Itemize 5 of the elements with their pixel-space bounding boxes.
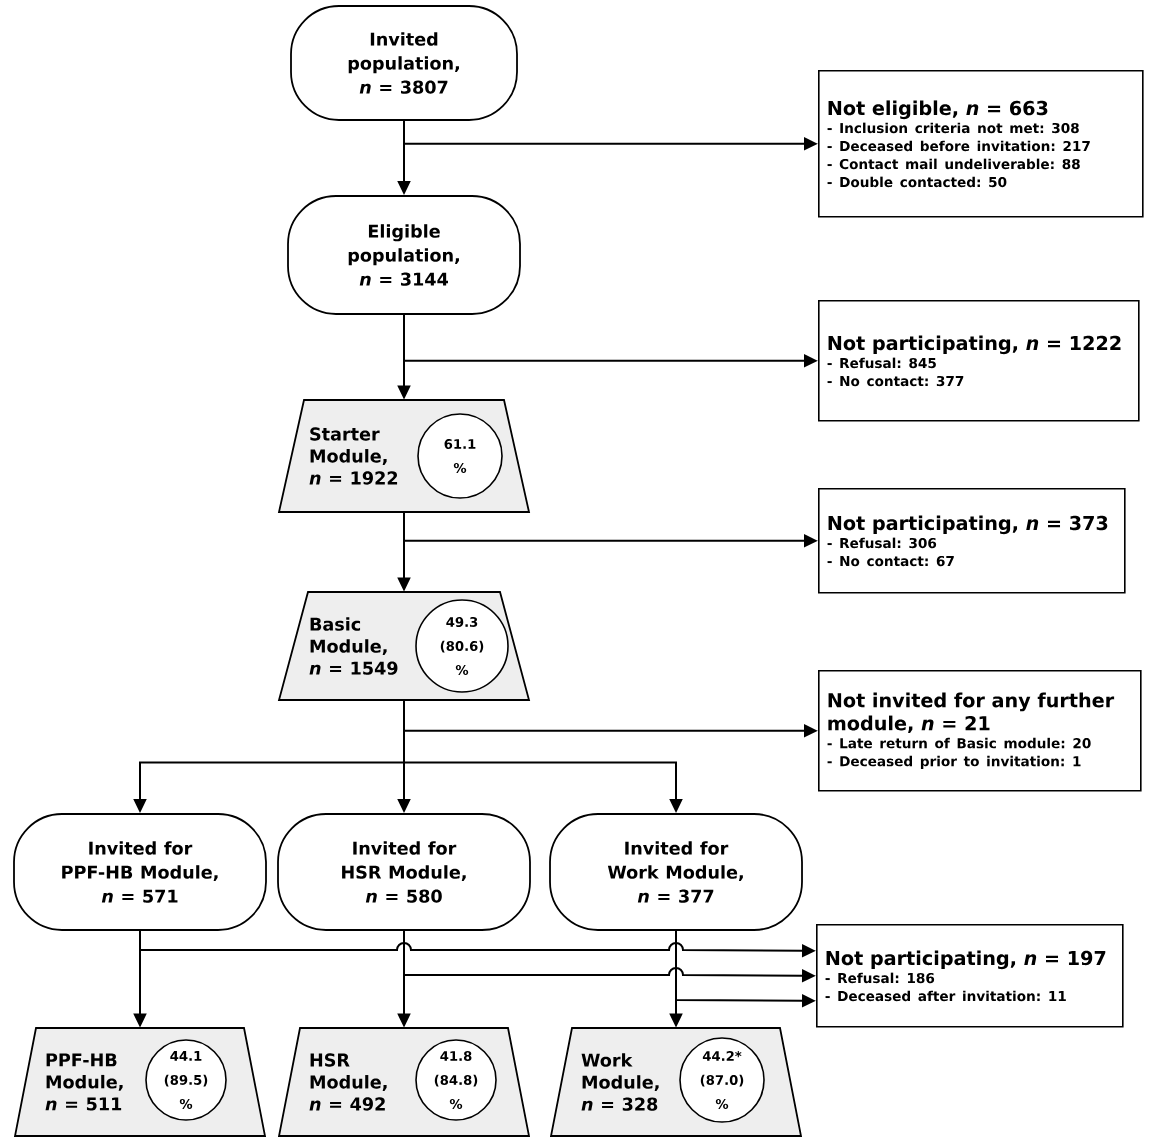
terminal-box: Invited for Work Module, n = 377 — [549, 813, 803, 931]
terminal-box: Eligible population, n = 3144 — [287, 195, 521, 315]
terminal-box: Invited for PPF-HB Module, n = 571 — [13, 813, 267, 931]
terminal-box: Invited population, n = 3807 — [290, 5, 518, 121]
terminal-box: Invited for HSR Module, n = 580 — [277, 813, 531, 931]
